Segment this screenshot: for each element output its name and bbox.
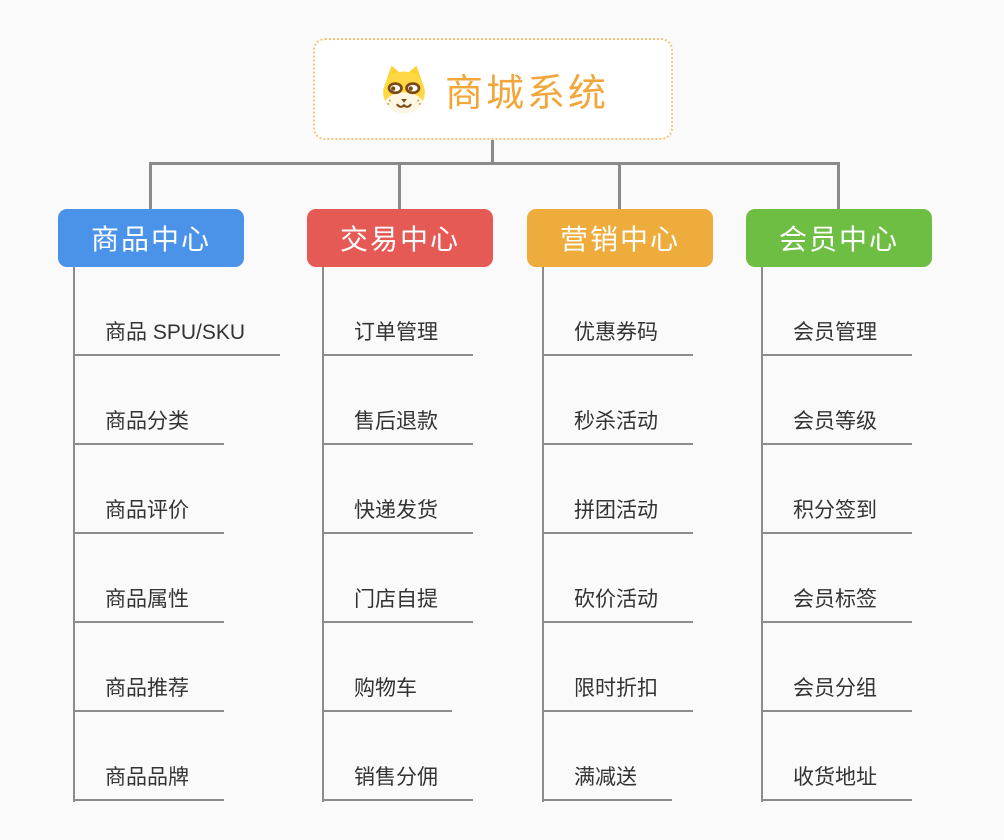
- connector-trunk: [322, 267, 324, 802]
- connector-branch-stem: [149, 162, 152, 210]
- topic-label: 购物车: [354, 677, 417, 700]
- topic-node[interactable]: 优惠券码: [542, 267, 693, 356]
- connector-branch-stem: [837, 162, 840, 210]
- topic-label: 商品分类: [105, 410, 189, 433]
- connector-trunk: [73, 267, 75, 802]
- branch-node-members[interactable]: 会员中心: [746, 209, 932, 267]
- topic-node[interactable]: 秒杀活动: [542, 356, 693, 445]
- topic-node[interactable]: 销售分佣: [322, 712, 473, 801]
- branch-node-products[interactable]: 商品中心: [58, 209, 244, 267]
- topic-node[interactable]: 满减送: [542, 712, 672, 801]
- connector-horizontal-bar: [149, 162, 839, 165]
- topic-label: 拼团活动: [574, 499, 658, 522]
- branch-node-trade[interactable]: 交易中心: [307, 209, 493, 267]
- topic-label: 限时折扣: [574, 677, 658, 700]
- root-node[interactable]: 商城系统: [313, 38, 673, 140]
- branch-products: 商品中心 商品 SPU/SKU 商品分类 商品评价 商品属性 商品推荐 商品品牌: [58, 209, 308, 809]
- topic-node[interactable]: 快递发货: [322, 445, 473, 534]
- topic-label: 订单管理: [354, 321, 438, 344]
- topic-label: 商品评价: [105, 499, 189, 522]
- topic-node[interactable]: 会员管理: [761, 267, 912, 356]
- topic-node[interactable]: 购物车: [322, 623, 452, 712]
- topic-label: 收货地址: [793, 766, 877, 789]
- topic-node[interactable]: 积分签到: [761, 445, 912, 534]
- topic-node[interactable]: 限时折扣: [542, 623, 693, 712]
- topic-node[interactable]: 会员等级: [761, 356, 912, 445]
- topic-label: 优惠券码: [574, 321, 658, 344]
- topic-label: 满减送: [574, 766, 637, 789]
- topic-node[interactable]: 商品 SPU/SKU: [73, 267, 281, 356]
- topic-label: 商品品牌: [105, 766, 189, 789]
- topic-node[interactable]: 门店自提: [322, 534, 473, 623]
- branch-members: 会员中心 会员管理 会员等级 积分签到 会员标签 会员分组 收货地址: [746, 209, 996, 809]
- topic-label: 快递发货: [354, 499, 438, 522]
- topic-label: 商品推荐: [105, 677, 189, 700]
- topic-label: 售后退款: [354, 410, 438, 433]
- topic-node[interactable]: 商品评价: [73, 445, 224, 534]
- connector-branch-stem: [398, 162, 401, 210]
- branch-node-marketing[interactable]: 营销中心: [527, 209, 713, 267]
- branch-trade: 交易中心 订单管理 售后退款 快递发货 门店自提 购物车 销售分佣: [307, 209, 557, 809]
- topic-label: 销售分佣: [354, 766, 438, 789]
- topic-node[interactable]: 商品推荐: [73, 623, 224, 712]
- topic-node[interactable]: 会员分组: [761, 623, 912, 712]
- root-title: 商城系统: [444, 72, 609, 115]
- topic-node[interactable]: 商品属性: [73, 534, 224, 623]
- topic-node[interactable]: 砍价活动: [542, 534, 693, 623]
- topic-label: 积分签到: [793, 499, 877, 522]
- topic-node[interactable]: 售后退款: [322, 356, 473, 445]
- topic-node[interactable]: 商品品牌: [73, 712, 224, 801]
- topic-label: 会员分组: [793, 677, 877, 700]
- topic-label: 砍价活动: [574, 588, 658, 611]
- topic-label: 商品 SPU/SKU: [105, 321, 246, 344]
- connector-root-stem: [491, 140, 494, 164]
- topic-node[interactable]: 订单管理: [322, 267, 473, 356]
- connector-branch-stem: [618, 162, 621, 210]
- topic-node[interactable]: 商品分类: [73, 356, 224, 445]
- dog-face-icon: [383, 65, 425, 114]
- branch-marketing: 营销中心 优惠券码 秒杀活动 拼团活动 砍价活动 限时折扣 满减送: [527, 209, 777, 809]
- connector-trunk: [761, 267, 763, 802]
- topic-label: 会员管理: [793, 321, 877, 344]
- topic-label: 商品属性: [105, 588, 189, 611]
- topic-label: 门店自提: [354, 588, 438, 611]
- topic-label: 会员等级: [793, 410, 877, 433]
- topic-label: 秒杀活动: [574, 410, 658, 433]
- topic-node[interactable]: 收货地址: [761, 712, 912, 801]
- topic-label: 会员标签: [793, 588, 877, 611]
- topic-node[interactable]: 拼团活动: [542, 445, 693, 534]
- topic-node[interactable]: 会员标签: [761, 534, 912, 623]
- connector-trunk: [542, 267, 544, 802]
